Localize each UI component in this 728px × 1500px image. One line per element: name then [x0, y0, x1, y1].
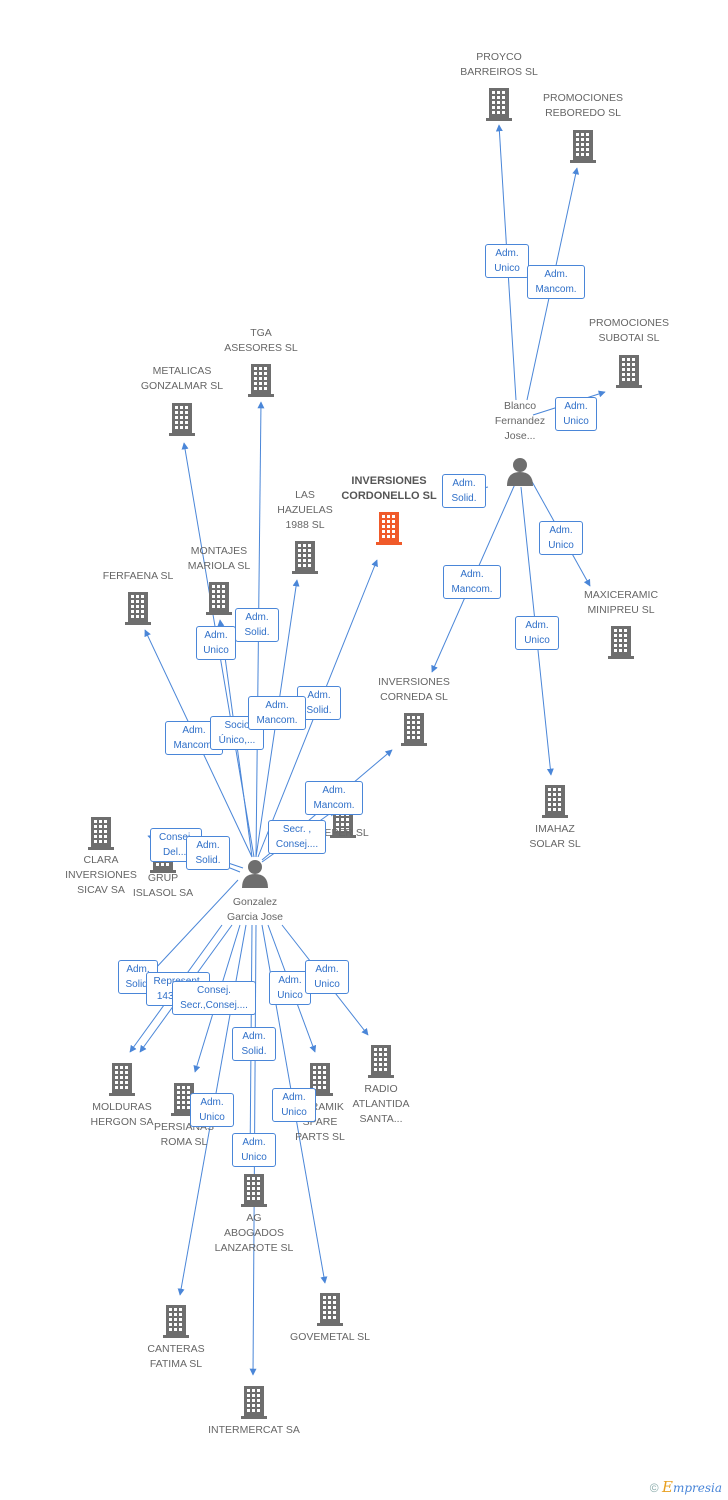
icons-layer [88, 88, 642, 1419]
building-icon[interactable] [292, 541, 318, 574]
relation-label[interactable]: Adm. Solid. [186, 836, 230, 870]
building-icon[interactable] [248, 364, 274, 397]
node-label-islasol[interactable]: GRUP ISLASOL SA [132, 872, 194, 899]
node-label-ag[interactable]: AG ABOGADOS LANZAROTE SL [214, 1212, 294, 1254]
relation-label[interactable]: Adm. Mancom. [443, 565, 501, 599]
node-label-govemetal[interactable]: GOVEMETAL SL [290, 1331, 370, 1343]
building-icon[interactable] [616, 355, 642, 388]
node-label-imahaz[interactable]: IMAHAZ SOLAR SL [529, 823, 581, 850]
node-label-clara[interactable]: CLARA INVERSIONES SICAV SA [65, 854, 137, 896]
building-icon[interactable] [401, 713, 427, 746]
node-label-promsub[interactable]: PROMOCIONES SUBOTAI SL [589, 317, 669, 344]
relation-label[interactable]: Adm. Unico [515, 616, 559, 650]
relation-label[interactable]: Adm. Unico [196, 626, 236, 660]
relation-label[interactable]: Adm. Unico [305, 960, 349, 994]
brand-logo: Empresia [661, 1478, 722, 1496]
brand-footer: © Empresia [650, 1478, 722, 1496]
building-icon[interactable] [109, 1063, 135, 1096]
node-label-maxi[interactable]: MAXICERAMIC MINIPREU SL [583, 589, 659, 616]
node-label-canteras[interactable]: CANTERAS FATIMA SL [147, 1343, 205, 1370]
building-icon[interactable] [608, 626, 634, 659]
relation-label[interactable]: Consej. Del.... [150, 828, 202, 862]
relation-label[interactable]: Adm. Solid. [232, 1027, 276, 1061]
node-label-promreb[interactable]: PROMOCIONES REBOREDO SL [543, 92, 623, 119]
building-icon[interactable] [206, 582, 232, 615]
node-label-intermercat[interactable]: INTERMERCAT SA [208, 1424, 300, 1436]
relation-label[interactable]: Adm. Unico [272, 1088, 316, 1122]
relation-label[interactable]: Adm. Unico [555, 397, 597, 431]
copyright-icon: © [649, 1481, 659, 1495]
main-company-building-icon[interactable] [376, 512, 402, 545]
relation-label[interactable]: Adm. Unico [190, 1093, 234, 1127]
person-icon[interactable] [507, 458, 533, 486]
node-label-peper[interactable]: PEPER SL [317, 827, 369, 839]
building-icon[interactable] [542, 785, 568, 818]
relation-label[interactable]: Adm. Mancom. [248, 696, 306, 730]
node-label-proyco[interactable]: PROYCO BARREIROS SL [460, 51, 538, 78]
node-label-gonzalez[interactable]: Gonzalez Garcia Jose [226, 896, 284, 923]
building-icon[interactable] [169, 403, 195, 436]
node-label-incord[interactable]: INVERSIONES CORDONELLO SL [341, 475, 437, 502]
person-icon[interactable] [242, 860, 268, 888]
node-label-incorneda[interactable]: INVERSIONES CORNEDA SL [378, 676, 450, 703]
node-label-molduras[interactable]: MOLDURAS HERGON SA [90, 1101, 154, 1128]
building-icon[interactable] [241, 1386, 267, 1419]
relation-label[interactable]: Adm. Unico [485, 244, 529, 278]
relation-label[interactable]: Adm. Unico [539, 521, 583, 555]
node-label-tga[interactable]: TGA ASESORES SL [224, 327, 298, 354]
building-icon[interactable] [486, 88, 512, 121]
node-label-ferfaena[interactable]: FERFAENA SL [102, 570, 174, 582]
relation-label[interactable]: Adm. Mancom. [305, 781, 363, 815]
building-icon[interactable] [368, 1045, 394, 1078]
relation-label[interactable]: Adm. Mancom. [527, 265, 585, 299]
node-label-blanco[interactable]: Blanco Fernandez Jose... [494, 400, 546, 442]
relation-label[interactable]: Consej. Secr.,Consej.... [172, 981, 256, 1015]
node-label-hazuelas[interactable]: LAS HAZUELAS 1988 SL [277, 489, 333, 531]
relation-label[interactable]: Socio Único,... [210, 716, 264, 750]
node-label-montajes[interactable]: MONTAJES MARIOLA SL [187, 545, 251, 572]
building-icon[interactable] [163, 1305, 189, 1338]
relation-label[interactable]: Adm. Solid. [442, 474, 486, 508]
node-label-radio[interactable]: RADIO ATLANTIDA SANTA... [352, 1083, 410, 1125]
relation-label[interactable]: Adm. Unico [232, 1133, 276, 1167]
building-icon[interactable] [88, 817, 114, 850]
building-icon[interactable] [570, 130, 596, 163]
building-icon[interactable] [317, 1293, 343, 1326]
building-icon[interactable] [171, 1083, 197, 1116]
relation-label[interactable]: Adm. Unico [269, 971, 311, 1005]
building-icon[interactable] [125, 592, 151, 625]
relation-label[interactable]: Secr. , Consej.... [268, 820, 326, 854]
building-icon[interactable] [307, 1063, 333, 1096]
relation-label[interactable]: Adm. Solid. [235, 608, 279, 642]
building-icon[interactable] [241, 1174, 267, 1207]
node-label-metal[interactable]: METALICAS GONZALMAR SL [140, 365, 224, 392]
